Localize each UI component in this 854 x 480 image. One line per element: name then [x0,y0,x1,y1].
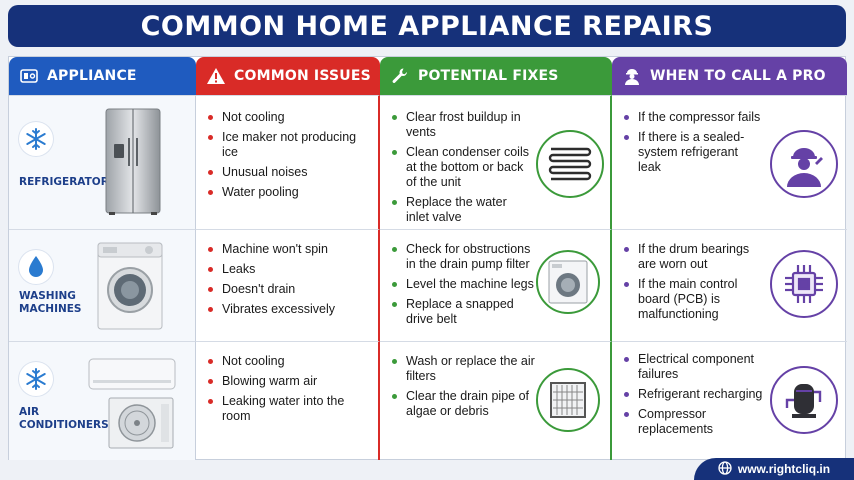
header-pro-label: WHEN TO CALL A PRO [650,68,826,84]
air-filter-icon [536,368,600,432]
list-item: Leaking water into the room [208,394,373,424]
website-url[interactable]: www.rightcliq.in [737,462,831,476]
list-item: Not cooling [208,110,373,125]
issues-cell-washing-machines: Machine won't spin Leaks Doesn't drain V… [196,229,380,341]
list-item: Machine won't spin [208,242,373,257]
snowflake-icon [19,122,53,156]
compressor-icon [770,366,838,434]
pro-cell-air-conditioners: Electrical component failures Refrigeran… [612,341,847,460]
list-item: Doesn't drain [208,282,373,297]
pro-cell-refrigerators: If the compressor fails If there is a se… [612,95,847,229]
fixes-cell-refrigerators: Clear frost buildup in vents Clean conde… [380,95,612,229]
wrench-icon [390,66,410,86]
issues-cell-air-conditioners: Not cooling Blowing warm air Leaking wat… [196,341,380,460]
header-fixes: POTENTIAL FIXES [380,57,612,95]
header-appliance-label: APPLIANCE [47,68,137,84]
list-item: Leaks [208,262,373,277]
appliance-label: REFRIGERATORS [19,176,117,188]
repairs-table: APPLIANCE COMMON ISSUES POTENTIAL FIXES … [8,56,847,460]
list-item: Clean condenser coils at the bottom or b… [392,145,532,190]
washing-machine-image [97,242,163,330]
list-item: Replace a snapped drive belt [392,297,542,327]
issues-cell-refrigerators: Not cooling Ice maker not producing ice … [196,95,380,229]
list-item: Vibrates excessively [208,302,373,317]
appliance-cell-refrigerators: REFRIGERATORS [9,95,196,229]
pro-cell-washing-machines: If the drum bearings are worn out If the… [612,229,847,341]
list-item: Clear frost buildup in vents [392,110,532,140]
appliance-label: AIR CONDITIONERS [19,406,109,431]
refrigerator-image [105,108,161,215]
list-item: Unusual noises [208,165,373,180]
list-item: Clear the drain pipe of algae or debris [392,389,537,419]
technician-icon [622,66,642,86]
title-banner: COMMON HOME APPLIANCE REPAIRS [8,5,846,47]
header-issues-label: COMMON ISSUES [234,68,371,84]
list-item: If the drum bearings are worn out [624,242,764,272]
fixes-cell-air-conditioners: Wash or replace the air filters Clear th… [380,341,612,460]
header-appliance: APPLIANCE [9,57,196,95]
list-item: Refrigerant recharging [624,387,764,402]
list-item: If there is a sealed-system refrigerant … [624,130,764,175]
appliance-cell-air-conditioners: AIR CONDITIONERS [9,341,196,460]
list-item: Not cooling [208,354,373,369]
list-item: Blowing warm air [208,374,373,389]
fixes-cell-washing-machines: Check for obstructions in the drain pump… [380,229,612,341]
appliance-cell-washing-machines: WASHING MACHINES [9,229,196,341]
appliance-icon [19,66,39,86]
list-item: Water pooling [208,185,373,200]
list-item: If the compressor fails [624,110,764,125]
air-conditioner-image [88,358,176,449]
globe-icon [718,460,732,478]
list-item: Check for obstructions in the drain pump… [392,242,542,272]
list-item: If the main control board (PCB) is malfu… [624,277,764,322]
circuit-board-icon [770,250,838,318]
header-fixes-label: POTENTIAL FIXES [418,68,559,84]
list-item: Level the machine legs [392,277,542,292]
warning-icon [206,66,226,86]
header-pro: WHEN TO CALL A PRO [612,57,847,95]
website-badge[interactable]: www.rightcliq.in [694,458,854,480]
header-issues: COMMON ISSUES [196,57,380,95]
appliance-label: WASHING MACHINES [19,290,82,315]
washing-machine-icon [536,250,600,314]
condenser-coil-icon [536,130,604,198]
list-item: Electrical component failures [624,352,764,382]
list-item: Compressor replacements [624,407,764,437]
technician-icon [770,130,838,198]
page-title: COMMON HOME APPLIANCE REPAIRS [140,10,714,42]
snowflake-icon [19,362,53,396]
list-item: Ice maker not producing ice [208,130,373,160]
list-item: Replace the water inlet valve [392,195,532,225]
water-drop-icon [19,250,53,284]
list-item: Wash or replace the air filters [392,354,537,384]
